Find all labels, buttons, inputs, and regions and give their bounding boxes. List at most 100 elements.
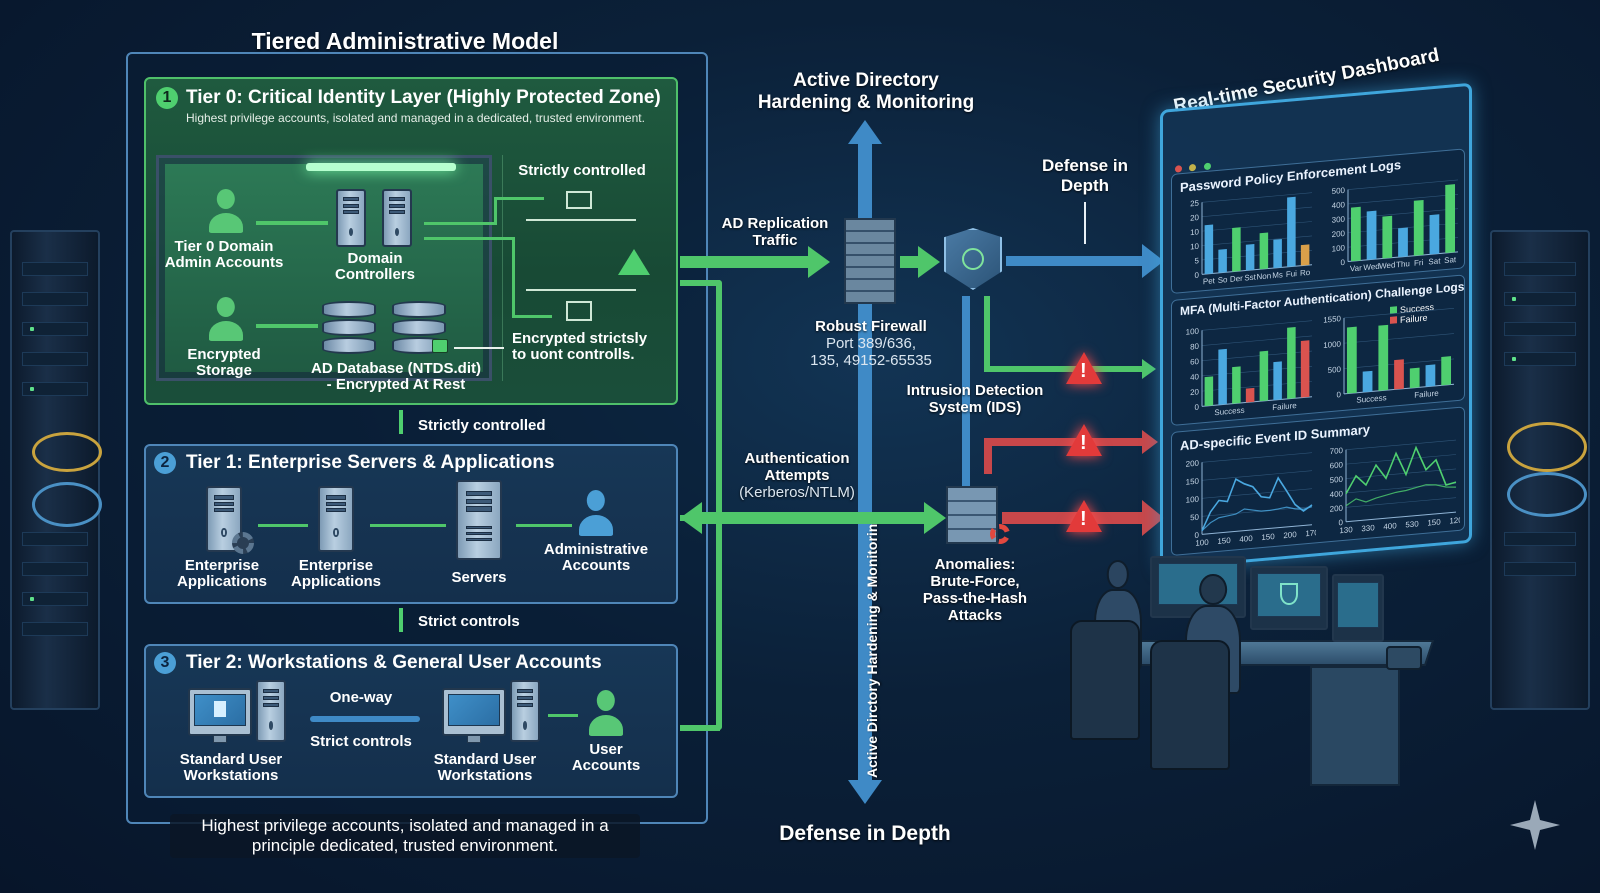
gridline — [1346, 468, 1456, 479]
x-group-label: Success — [1214, 406, 1244, 418]
y-tick-label: 20 — [1190, 213, 1199, 223]
minimize-window-icon[interactable] — [1189, 163, 1197, 172]
series-line — [1201, 476, 1313, 532]
office-chair — [1150, 640, 1230, 770]
ids-vertical-green — [984, 296, 990, 370]
auth-attempts-arrow — [700, 512, 926, 524]
tier2-panel: 3 Tier 2: Workstations & General User Ac… — [144, 644, 678, 798]
x-tick-label: 130 — [1339, 525, 1353, 535]
arrow-ws-user — [548, 714, 578, 717]
defense-label-upper: Defense in Depth — [1042, 156, 1128, 195]
workstation-monitor-icon — [188, 688, 252, 743]
arrow-storage-to-db — [256, 324, 318, 328]
x-tick-label: Ro — [1300, 268, 1311, 278]
y-tick-label: 500 — [1332, 186, 1346, 196]
y-tick-label: 20 — [1190, 387, 1199, 397]
series-line — [1201, 506, 1313, 532]
x-axis — [1202, 524, 1312, 535]
soc-desk — [1095, 640, 1435, 666]
domain-controller-icon — [382, 189, 412, 247]
tier0-admin-icon — [206, 189, 246, 233]
x-tick-label: Sat — [1428, 256, 1441, 266]
control-line — [494, 197, 544, 200]
warning-icon: ! — [1066, 352, 1102, 384]
flow-top-title: Active Directory Hardening & Monitoring — [757, 70, 975, 113]
database-icon — [322, 301, 376, 357]
note-pointer — [454, 347, 504, 349]
gridline — [1202, 452, 1312, 463]
arrow-head-right — [1142, 430, 1158, 454]
vertical-hardening-label: Active Dirctory Hardening & Monitoring — [864, 515, 880, 778]
bar — [1366, 210, 1377, 260]
gridline — [1202, 470, 1312, 481]
y-tick-label: 100 — [1186, 495, 1200, 505]
bar — [1429, 214, 1440, 255]
x-tick-label: Fri — [1414, 258, 1424, 268]
bar — [1259, 350, 1269, 402]
bar — [1218, 348, 1227, 405]
arrow-head-right — [1142, 244, 1164, 278]
y-tick-label: 0 — [1195, 403, 1200, 412]
firewall-icon — [844, 218, 896, 304]
tier0-title: Tier 0: Critical Identity Layer (Highly … — [186, 87, 661, 108]
y-tick-label: 10 — [1190, 242, 1199, 252]
y-tick-label: 0 — [1337, 390, 1342, 399]
gridline — [1348, 194, 1458, 205]
x-tick-label: Wed — [1363, 262, 1379, 272]
defense-in-depth-title: Defense in Depth — [779, 822, 951, 845]
x-tick-label: 150 — [1427, 517, 1441, 527]
y-tick-label: 40 — [1190, 372, 1199, 382]
x-tick-label: Sst — [1244, 273, 1256, 283]
x-group-label: Success — [1356, 393, 1386, 405]
y-tick-label: 1000 — [1323, 339, 1341, 350]
y-tick-label: 500 — [1328, 365, 1342, 375]
gridline — [1346, 439, 1456, 451]
tier1-app2-label: Enterprise Applications — [290, 557, 381, 590]
bar — [1350, 206, 1361, 262]
gridline — [1348, 179, 1458, 190]
arrow-head-left — [680, 502, 702, 534]
bar — [1382, 215, 1393, 259]
auth-attempts-label: Authentication Attempts (Kerberos/NTLM) — [739, 450, 855, 501]
y-tick-label: 5 — [1195, 256, 1200, 265]
x-tick-label: Ms — [1272, 270, 1283, 280]
tier0-link-arrow — [680, 280, 720, 286]
mfa-card: MFA (Multi-Factor Authentication) Challe… — [1171, 274, 1465, 427]
x-axis — [1202, 264, 1312, 275]
maximize-window-icon[interactable] — [1203, 162, 1211, 171]
y-tick-label: 200 — [1186, 459, 1200, 469]
tier1-badge: 2 — [154, 452, 176, 474]
bar — [1204, 224, 1214, 275]
firewall-label: Robust Firewall Port 389/636, 135, 49152… — [810, 318, 932, 369]
ids-to-dashboard-green — [984, 366, 1144, 372]
series-line — [1345, 484, 1457, 507]
control-line — [512, 237, 515, 317]
x-tick-label: 150 — [1217, 536, 1231, 546]
y-tick-label: 100 — [1332, 243, 1346, 253]
x-tick-label: 330 — [1361, 523, 1375, 533]
circuit-line — [526, 219, 636, 221]
anomaly-server-icon — [946, 486, 998, 544]
tier2-workstation1-label: Standard User Workstations — [179, 751, 283, 784]
control-line — [494, 197, 497, 225]
domain-controllers-label: Domain Controllers — [334, 250, 415, 283]
y-tick-label: 60 — [1190, 357, 1199, 367]
x-tick-label: 150 — [1261, 532, 1275, 542]
x-axis — [1348, 251, 1458, 263]
tier0-panel: 1 Tier 0: Critical Identity Layer (Highl… — [144, 77, 678, 405]
close-window-icon[interactable] — [1175, 165, 1182, 173]
server-rack-left — [10, 230, 102, 710]
bar — [1398, 227, 1408, 258]
tier1-servers-label: Servers — [451, 569, 507, 586]
gear-icon — [232, 532, 254, 554]
windows-logo-icon — [214, 701, 226, 718]
ids-shield-mark — [962, 248, 984, 270]
x-tick-label: Var — [1350, 263, 1362, 273]
y-tick-label: 50 — [1190, 513, 1199, 523]
control-line — [424, 237, 514, 240]
x-tick-label: 120 — [1449, 515, 1460, 525]
